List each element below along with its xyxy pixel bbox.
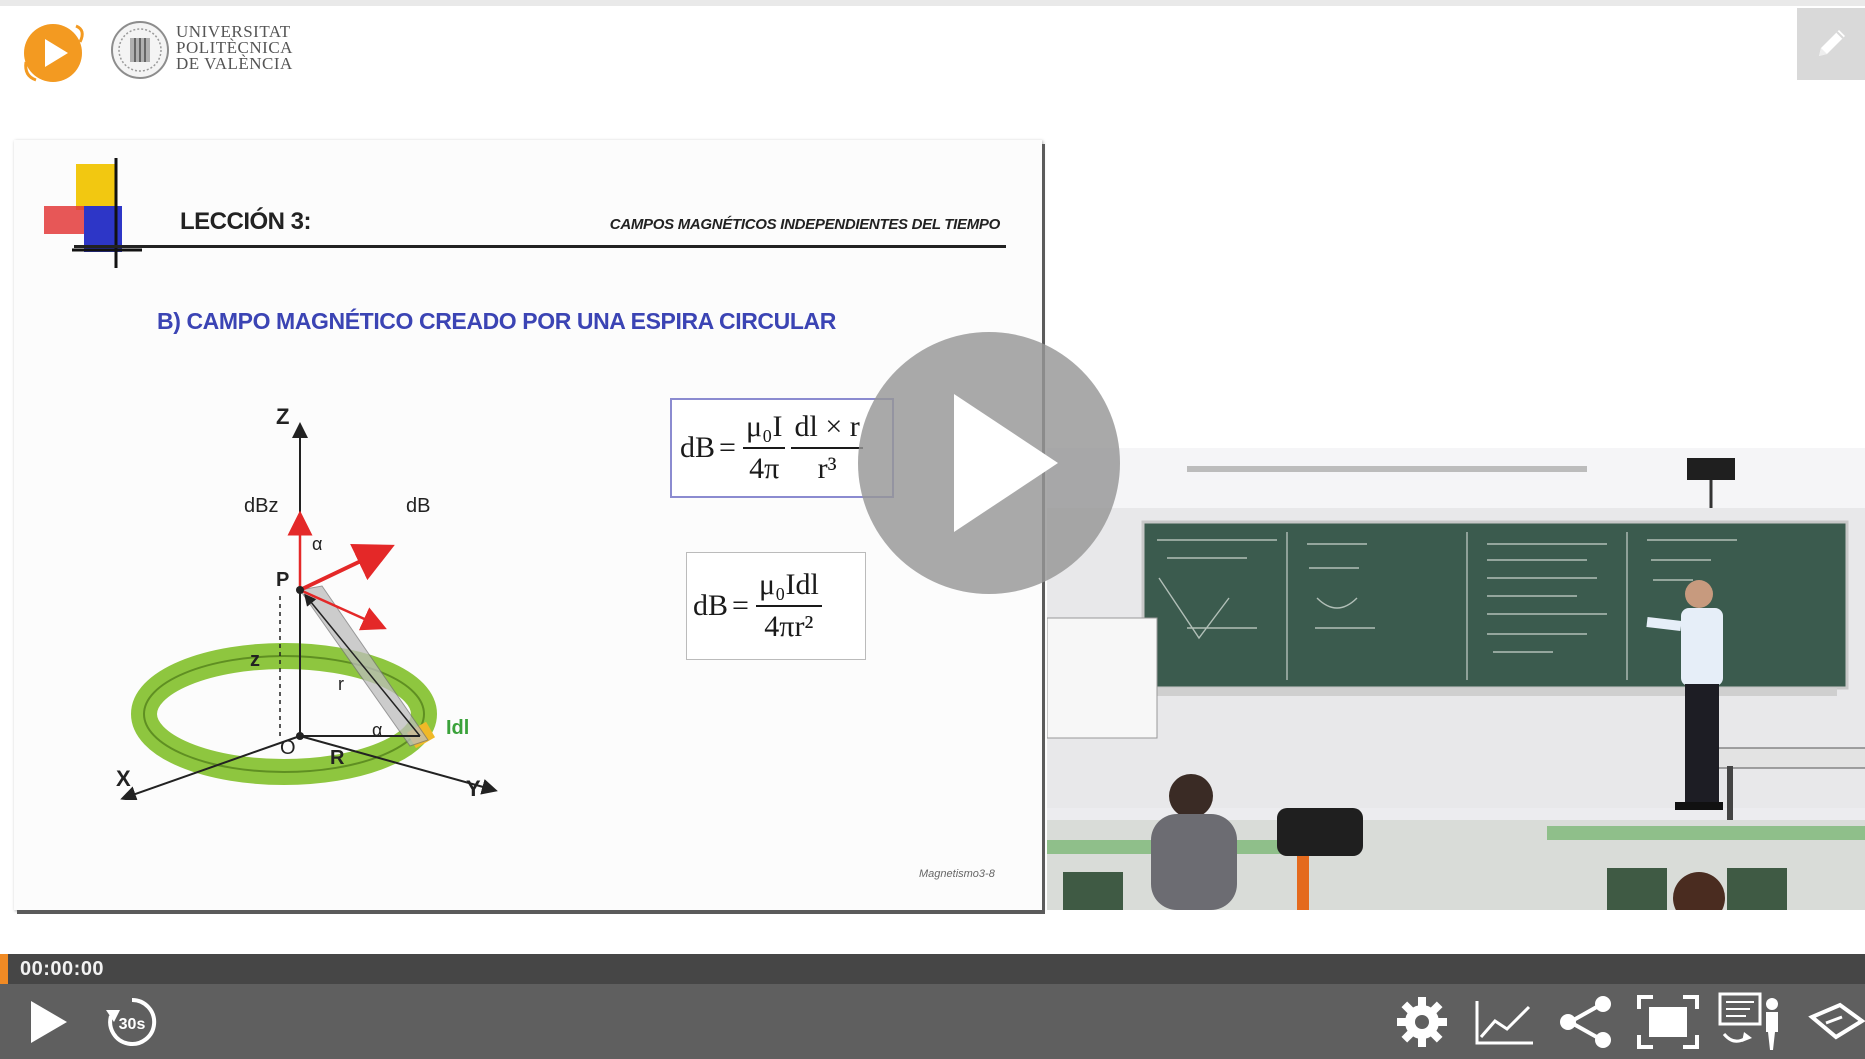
statistics-button[interactable] [1472,992,1536,1052]
formula1-frac1: μ₀I 4π [742,407,786,489]
pencil-icon [1819,30,1845,56]
captions-icon [1808,1002,1865,1040]
replay-label: 30s [119,1016,146,1033]
statistics-chart-icon [1475,1001,1533,1045]
university-name-line-3: DE VALÈNCIA [176,54,293,73]
section-title: B) CAMPO MAGNÉTICO CREADO POR UNA ESPIRA… [157,308,836,334]
settings-gear-icon [1397,997,1447,1047]
university-name-line-2: POLITÈCNICA [176,38,293,57]
alpha-bottom-label: α [372,720,382,740]
idl-label: Idl [446,717,469,739]
lesson-topic: CAMPOS MAGNÉTICOS INDEPENDIENTES DEL TIE… [609,216,1001,233]
alpha-top-label: α [312,534,322,554]
edit-button[interactable] [1797,8,1865,80]
formula2-lhs: dB [693,589,729,622]
top-border [0,0,1865,6]
slide-logo-icon [44,158,142,268]
progress-indicator[interactable] [0,954,8,984]
z-axis-label: Z [276,404,289,429]
play-icon [31,1001,67,1043]
dbz-label: dBz [244,495,278,517]
fullscreen-button[interactable] [1636,992,1700,1052]
db-label: dB [406,495,430,517]
layout-button[interactable] [1716,992,1790,1052]
layout-presentation-icon [1718,992,1778,1050]
control-bar [0,984,1865,1059]
x-axis-label: X [116,766,131,791]
current-time: 00:00:00 [20,958,105,980]
formula1-den1: 4π [749,452,780,485]
formula2-num: μ₀Idl [755,565,822,607]
slide-header-rule [74,245,1006,248]
loop-diagram: Z dBz dB P z α α r O R Idl X Y [116,404,498,800]
captions-button[interactable] [1806,992,1865,1052]
play-button[interactable] [20,992,76,1052]
z-label: z [250,649,260,671]
radius-label: R [330,747,345,769]
y-axis-label: Y [466,776,481,800]
progress-bar[interactable] [0,954,1865,984]
settings-button[interactable] [1392,992,1452,1052]
slide-footer: Magnetismo3-8 [919,868,995,880]
center-play-button[interactable] [858,332,1120,594]
share-button[interactable] [1556,992,1616,1052]
formula1-den2: r³ [817,452,837,485]
university-seal-icon [110,20,170,80]
brand-play-logo-icon[interactable] [22,22,88,84]
fullscreen-icon [1637,995,1699,1049]
play-icon [954,394,1058,532]
formula1-eq: = [719,431,736,464]
formula2-frac: μ₀Idl 4πr² [755,565,822,647]
university-name: UNIVERSITAT POLITÈCNICA DE VALÈNCIA [176,22,293,73]
formula1-lhs: dB [680,431,716,464]
formula2-den: 4πr² [764,610,814,643]
formula1-num2: dl × r [791,407,863,449]
university-name-line-1: UNIVERSITAT [176,22,291,41]
formula1-frac2: dl × r r³ [791,407,863,489]
biot-savart-scalar-formula: dB = μ₀Idl 4πr² [686,552,866,660]
replay-30s-button[interactable]: 30s [100,992,164,1052]
lecture-slide: LECCIÓN 3: CAMPOS MAGNÉTICOS INDEPENDIEN… [14,140,1042,910]
formula2-eq: = [732,589,749,622]
origin-label: O [280,737,296,759]
lesson-title: LECCIÓN 3: [180,208,312,235]
r-vector-label: r [338,674,344,694]
formula1-num1: μ₀I [742,407,786,449]
share-icon [1560,996,1611,1048]
p-label: P [276,569,289,591]
replay-30s-icon: 30s [106,997,157,1046]
lecture-camera-feed [1047,448,1865,910]
